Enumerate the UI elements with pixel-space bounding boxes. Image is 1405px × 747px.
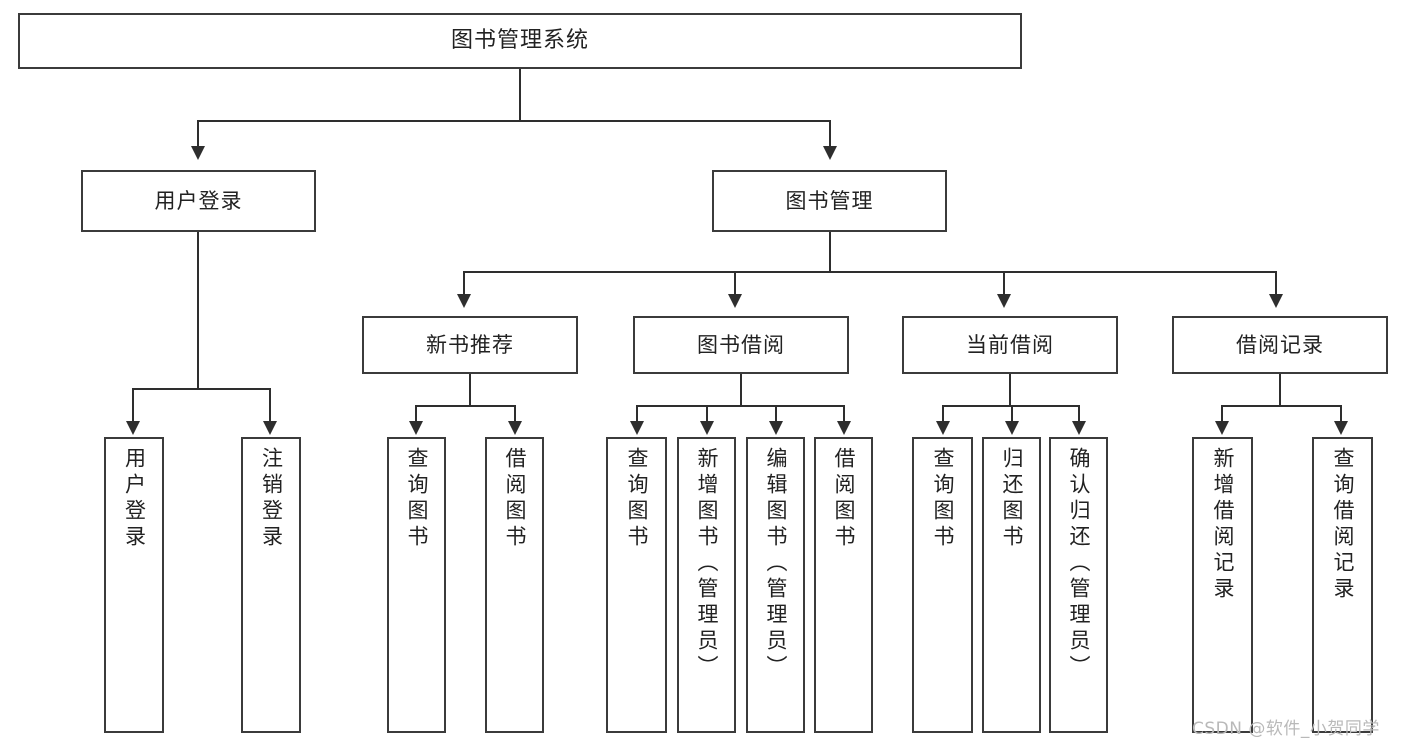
- node-label: 查询图书: [625, 447, 649, 551]
- arrow-to-leaf-confirm-return: [1072, 421, 1086, 435]
- connector-book-mgmt-drop-1: [463, 271, 465, 296]
- arrow-to-book-borrow: [728, 294, 742, 308]
- leaf-return-book[interactable]: 归还图书: [982, 437, 1041, 733]
- leaf-add-book-admin[interactable]: 新增图书（管理员）: [677, 437, 736, 733]
- arrow-to-new-book: [457, 294, 471, 308]
- csdn-watermark: CSDN @软件_小贺同学: [1192, 719, 1380, 739]
- connector-book-borrow-drop-2: [706, 405, 708, 423]
- connector-book-borrow-stem: [740, 374, 742, 406]
- connector-current-borrow-drop-2: [1011, 405, 1013, 423]
- node-root-system[interactable]: 图书管理系统: [18, 13, 1022, 69]
- node-label: 图书管理: [785, 188, 874, 213]
- node-label: 查询借阅记录: [1331, 447, 1355, 603]
- connector-root-to-book-mgmt: [829, 120, 831, 148]
- connector-new-book-stem: [469, 374, 471, 406]
- connector-root-to-user-login: [197, 120, 199, 148]
- connector-book-mgmt-drop-2: [734, 271, 736, 296]
- node-label: 新增借阅记录: [1211, 447, 1235, 603]
- connector-book-borrow-drop-3: [775, 405, 777, 423]
- arrow-to-leaf-query-record: [1334, 421, 1348, 435]
- leaf-borrow-book-new[interactable]: 借阅图书: [485, 437, 544, 733]
- arrow-to-leaf-query-book-1: [409, 421, 423, 435]
- leaf-confirm-return-admin[interactable]: 确认归还（管理员）: [1049, 437, 1108, 733]
- node-label: 注销登录: [259, 447, 284, 551]
- leaf-query-book-new[interactable]: 查询图书: [387, 437, 446, 733]
- connector-book-mgmt-drop-3: [1003, 271, 1005, 296]
- leaf-edit-book-admin[interactable]: 编辑图书（管理员）: [746, 437, 805, 733]
- leaf-query-book-borrow[interactable]: 查询图书: [606, 437, 667, 733]
- node-book-borrow[interactable]: 图书借阅: [633, 316, 849, 374]
- arrow-to-borrow-record: [1269, 294, 1283, 308]
- node-current-borrow[interactable]: 当前借阅: [902, 316, 1118, 374]
- connector-book-mgmt-bus: [463, 271, 1277, 273]
- connector-new-book-drop-2: [514, 405, 516, 423]
- connector-root-stem: [519, 69, 521, 121]
- connector-root-bus: [197, 120, 831, 122]
- connector-book-borrow-drop-4: [843, 405, 845, 423]
- arrow-to-leaf-add-book: [700, 421, 714, 435]
- node-label: 借阅图书: [832, 447, 856, 551]
- connector-borrow-record-bus: [1221, 405, 1342, 407]
- leaf-logout[interactable]: 注销登录: [241, 437, 301, 733]
- node-label: 图书借阅: [697, 332, 785, 357]
- node-label: 图书管理系统: [450, 28, 589, 54]
- node-label: 用户登录: [122, 447, 147, 551]
- connector-current-borrow-stem: [1009, 374, 1011, 406]
- connector-borrow-record-drop-1: [1221, 405, 1223, 423]
- connector-user-login-drop-2: [269, 388, 271, 423]
- node-label: 归还图书: [1000, 447, 1024, 551]
- node-label: 查询图书: [931, 447, 955, 551]
- node-label: 新增图书（管理员）: [695, 447, 719, 681]
- arrow-to-leaf-borrow-book-2: [837, 421, 851, 435]
- node-label: 当前借阅: [966, 332, 1054, 357]
- arrow-to-leaf-add-record: [1215, 421, 1229, 435]
- arrow-to-current-borrow: [997, 294, 1011, 308]
- arrow-to-leaf-user-login: [126, 421, 140, 435]
- arrow-to-leaf-edit-book: [769, 421, 783, 435]
- leaf-borrow-book[interactable]: 借阅图书: [814, 437, 873, 733]
- arrow-to-leaf-logout: [263, 421, 277, 435]
- arrow-to-leaf-return-book: [1005, 421, 1019, 435]
- connector-book-mgmt-drop-4: [1275, 271, 1277, 296]
- node-label: 借阅图书: [503, 447, 527, 551]
- node-label: 用户登录: [154, 188, 243, 213]
- arrow-to-book-mgmt: [823, 146, 837, 160]
- connector-user-login-stem: [197, 232, 199, 389]
- arrow-to-user-login: [191, 146, 205, 160]
- node-label: 新书推荐: [426, 332, 514, 357]
- node-new-book-recommend[interactable]: 新书推荐: [362, 316, 578, 374]
- leaf-add-borrow-record[interactable]: 新增借阅记录: [1192, 437, 1253, 733]
- arrow-to-leaf-query-book-3: [936, 421, 950, 435]
- connector-new-book-drop-1: [415, 405, 417, 423]
- leaf-user-login[interactable]: 用户登录: [104, 437, 164, 733]
- node-label: 编辑图书（管理员）: [764, 447, 788, 681]
- connector-current-borrow-drop-1: [942, 405, 944, 423]
- leaf-query-borrow-record[interactable]: 查询借阅记录: [1312, 437, 1373, 733]
- connector-book-borrow-bus: [636, 405, 844, 407]
- node-user-login[interactable]: 用户登录: [81, 170, 316, 232]
- leaf-query-book-current[interactable]: 查询图书: [912, 437, 973, 733]
- connector-new-book-bus: [415, 405, 516, 407]
- arrow-to-leaf-query-book-2: [630, 421, 644, 435]
- arrow-to-leaf-borrow-book-1: [508, 421, 522, 435]
- node-book-management[interactable]: 图书管理: [712, 170, 947, 232]
- node-label: 借阅记录: [1236, 332, 1324, 357]
- connector-user-login-bus: [132, 388, 270, 390]
- node-label: 确认归还（管理员）: [1067, 447, 1091, 681]
- node-label: 查询图书: [405, 447, 429, 551]
- connector-book-borrow-drop-1: [636, 405, 638, 423]
- connector-borrow-record-drop-2: [1340, 405, 1342, 423]
- connector-borrow-record-stem: [1279, 374, 1281, 406]
- node-borrow-record[interactable]: 借阅记录: [1172, 316, 1388, 374]
- connector-user-login-drop-1: [132, 388, 134, 423]
- connector-current-borrow-drop-3: [1078, 405, 1080, 423]
- connector-book-mgmt-stem: [829, 232, 831, 272]
